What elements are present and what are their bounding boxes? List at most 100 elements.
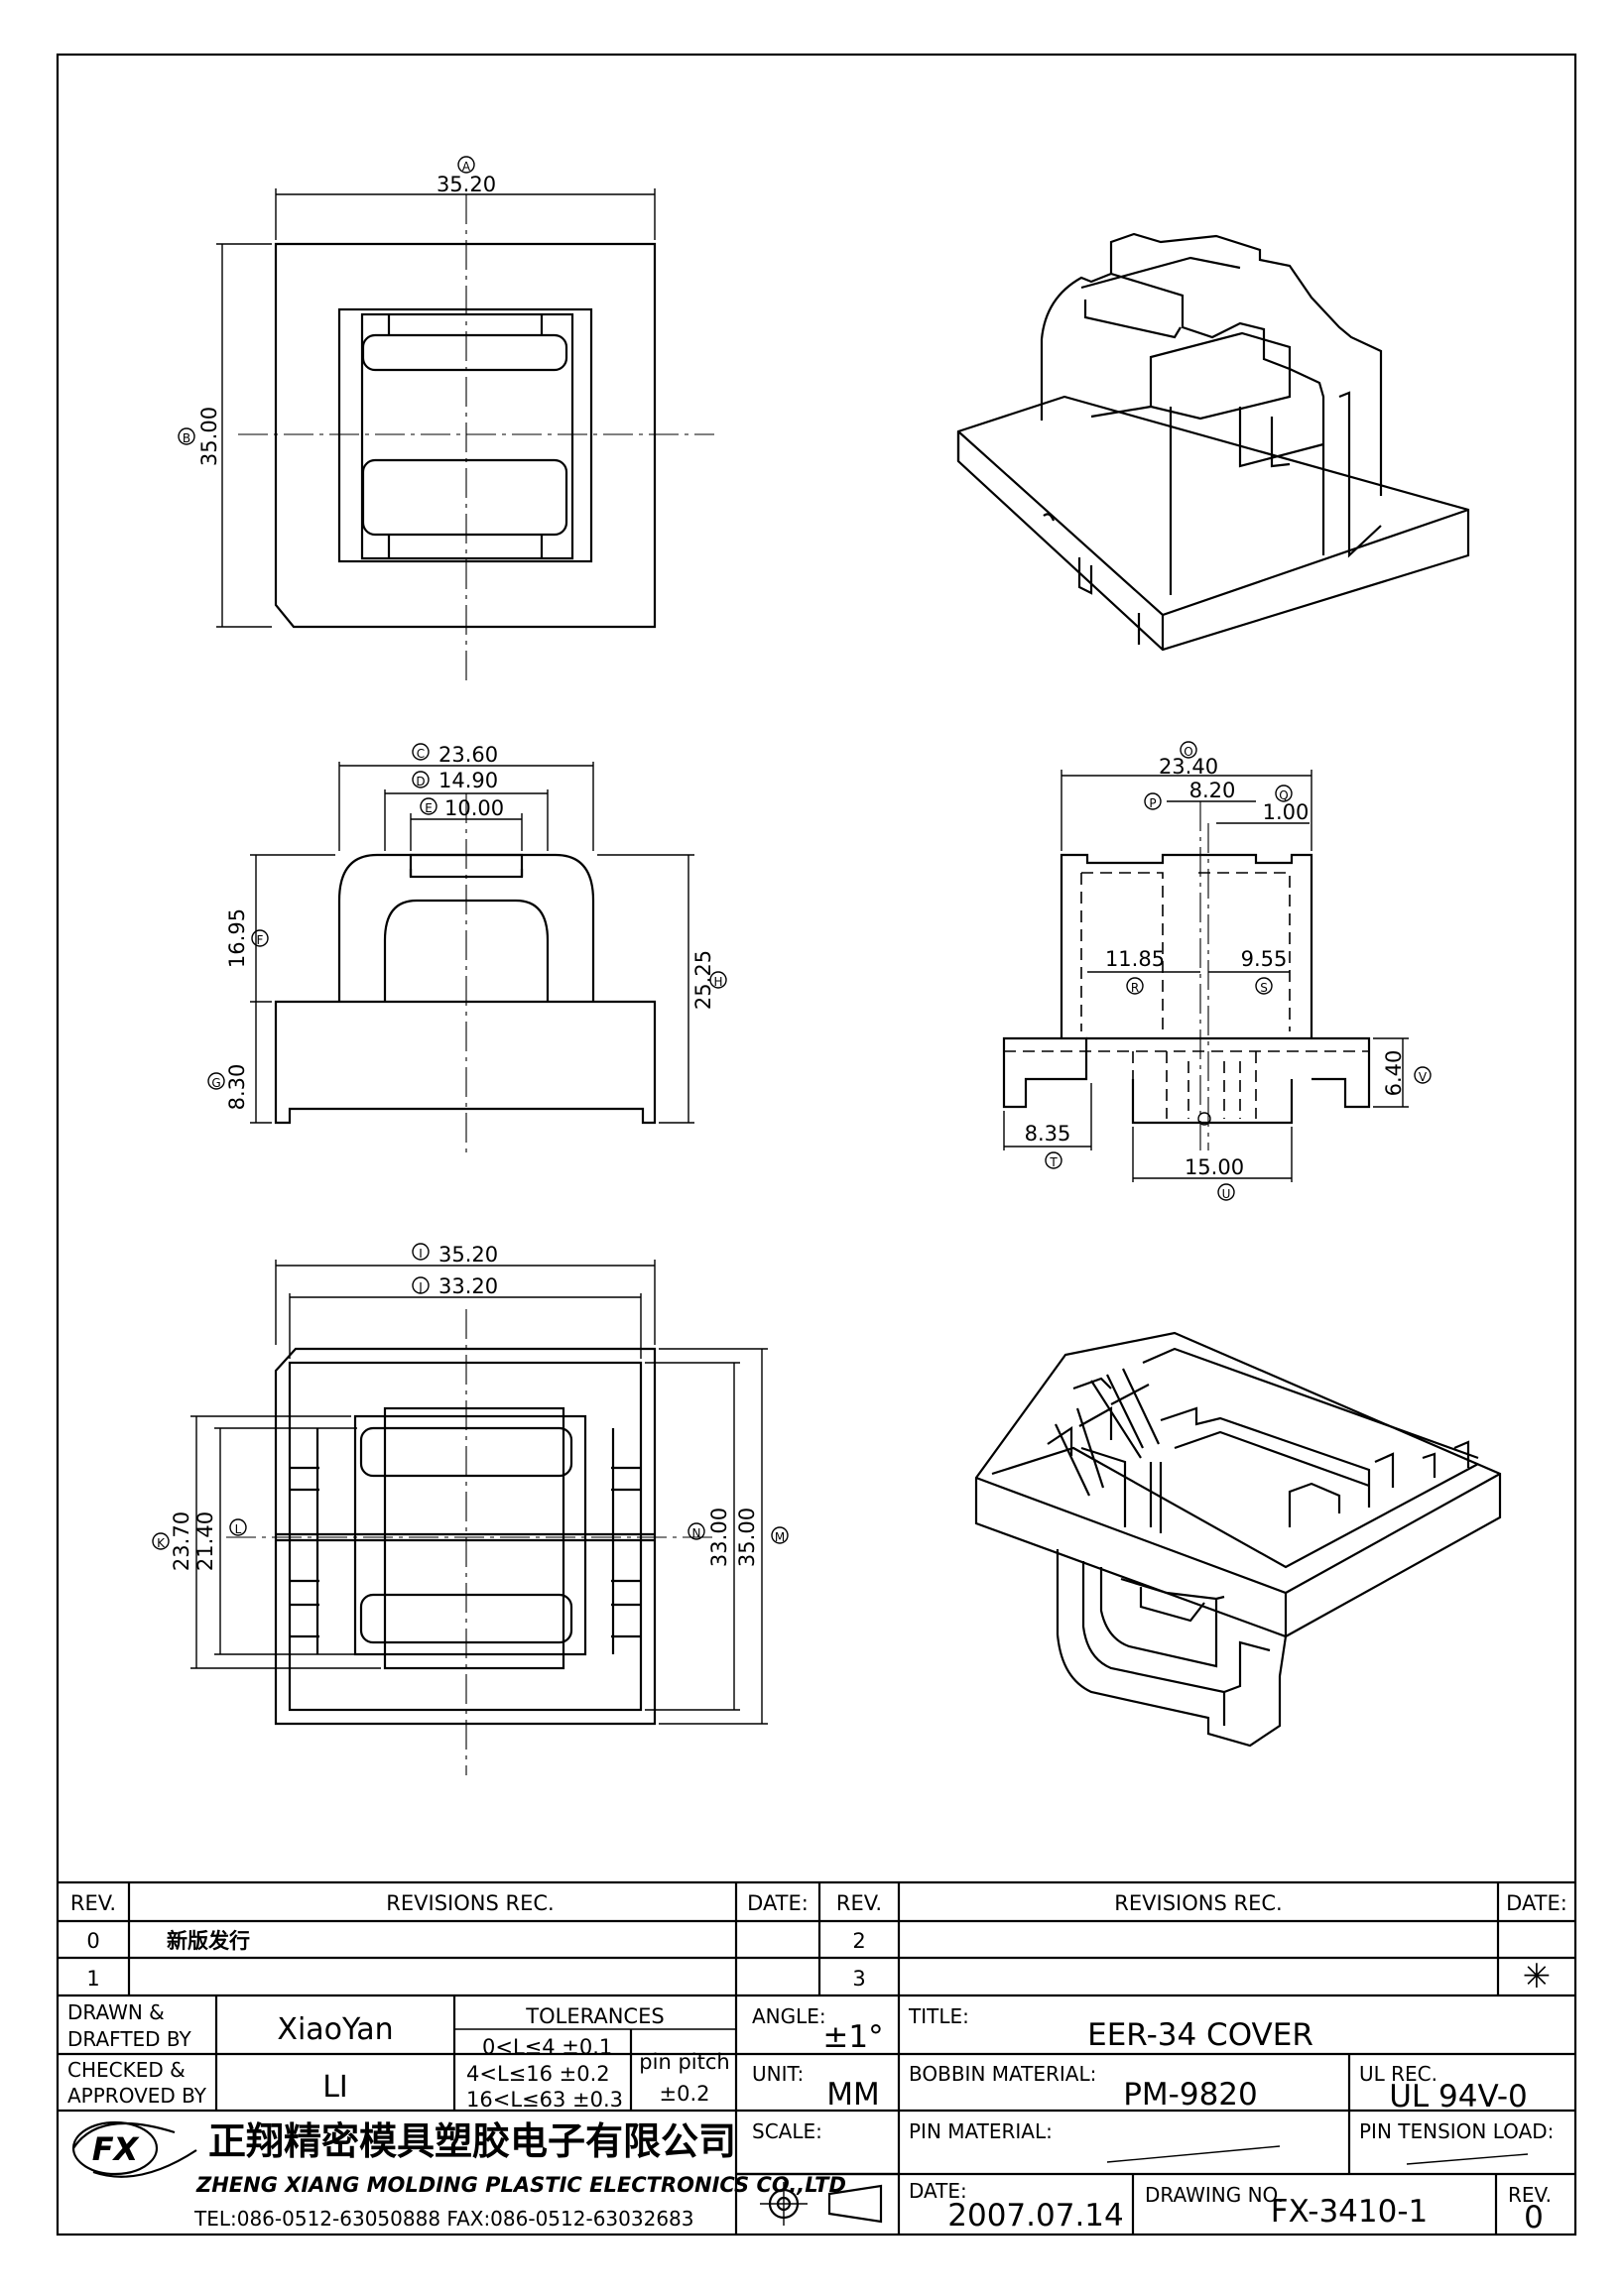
drawing-no-label: DRAWING NO. (1145, 2183, 1284, 2207)
front-view: C 23.60 D 14.90 E 10.00 16.95 F 8.30 G 2… (207, 743, 727, 1155)
ul-rec-label: UL REC. (1359, 2062, 1437, 2086)
title-value: EER-34 COVER (1087, 2017, 1313, 2053)
dim-l-value: 21.40 (193, 1511, 217, 1571)
dim-marker-h: H (713, 975, 722, 989)
iso-view-bottom (974, 1331, 1502, 1748)
company-contact: TEL:086-0512-63050888 FAX:086-0512-63032… (193, 2207, 694, 2231)
dim-marker-l: L (235, 1522, 242, 1536)
dim-a-value: 35.20 (437, 173, 496, 196)
bottom-view: I 35.20 J 33.20 23.70 K 21.40 L 33.00 N (152, 1243, 789, 1775)
dim-marker-g: G (211, 1076, 220, 1090)
rev-row-3-rev: 3 (852, 1967, 865, 1991)
tol-row-2: 4<L≤16 ±0.2 (466, 2062, 610, 2086)
dim-marker-u: U (1222, 1187, 1231, 1201)
logo-text: FX (92, 2130, 140, 2168)
rev-header-right: REV. (836, 1891, 882, 1915)
dim-marker-s: S (1260, 981, 1268, 995)
top-view: A 35.20 35.00 B (178, 156, 714, 684)
revisions-header-left: REVISIONS REC. (386, 1891, 554, 1915)
dim-b-value: 35.00 (197, 407, 221, 466)
company-name-en: ZHENG XIANG MOLDING PLASTIC ELECTRONICS … (195, 2173, 846, 2197)
dim-marker-m: M (775, 1530, 785, 1544)
dim-i-value: 35.20 (438, 1243, 498, 1267)
dim-j-value: 33.20 (438, 1274, 498, 1298)
dim-d-value: 14.90 (438, 769, 498, 792)
ul-rec-value: UL 94V-0 (1389, 2079, 1528, 2115)
date-header-left: DATE: (747, 1891, 809, 1915)
bobbin-material-label: BOBBIN MATERIAL: (909, 2062, 1096, 2086)
tol-row-1: 0<L≤4 ±0.1 (482, 2035, 612, 2059)
dim-marker-o: O (1184, 745, 1192, 759)
dim-marker-d: D (416, 775, 425, 788)
dim-marker-b: B (183, 431, 190, 445)
tolerances-label: TOLERANCES (525, 2004, 664, 2028)
asterisk-mark: ✳ (1523, 1957, 1552, 1996)
drawn-value: XiaoYan (277, 2012, 393, 2047)
revisions-header-right: REVISIONS REC. (1114, 1891, 1282, 1915)
date-value: 2007.07.14 (947, 2198, 1124, 2234)
rev-row-0-rev: 0 (86, 1929, 99, 1953)
iso-view-top (956, 232, 1470, 652)
sheet-border (56, 53, 1577, 2236)
dim-marker-t: T (1049, 1155, 1058, 1169)
dim-q-value: 1.00 (1263, 800, 1310, 824)
dim-u-value: 15.00 (1185, 1155, 1244, 1179)
angle-label: ANGLE: (752, 2004, 826, 2028)
tol-row-3: 16<L≤63 ±0.3 (466, 2088, 623, 2112)
dim-marker-n: N (692, 1526, 701, 1540)
dim-h-value: 25.25 (691, 950, 715, 1010)
pin-tension-label: PIN TENSION LOAD: (1359, 2119, 1554, 2143)
dim-marker-e: E (425, 801, 433, 815)
drawn-label-1: DRAWN & (67, 2000, 165, 2024)
dim-c-value: 23.60 (438, 743, 498, 767)
pin-pitch-label: pin pitch (639, 2050, 729, 2074)
dim-f-value: 16.95 (225, 908, 249, 968)
dim-n-value: 33.00 (707, 1508, 731, 1567)
rev-row-1-rev: 1 (86, 1967, 99, 1991)
dim-marker-q: Q (1279, 788, 1288, 802)
rev-row-0-rec: 新版发行 (167, 1929, 250, 1953)
unit-label: UNIT: (752, 2062, 804, 2086)
drawn-label-2: DRAFTED BY (67, 2027, 192, 2051)
dim-marker-i: I (419, 1247, 423, 1261)
dim-marker-p: P (1149, 796, 1156, 810)
dim-s-value: 9.55 (1241, 947, 1288, 971)
rev-value: 0 (1524, 2200, 1544, 2236)
dim-r-value: 11.85 (1105, 947, 1165, 971)
dim-marker-k: K (157, 1536, 166, 1550)
checked-label-1: CHECKED & (67, 2058, 186, 2082)
checked-value: LI (322, 2070, 348, 2105)
angle-value: ±1° (822, 2019, 883, 2055)
dim-p-value: 8.20 (1189, 779, 1236, 802)
company-logo-icon: FX (71, 2120, 197, 2178)
rev-header-left: REV. (70, 1891, 116, 1915)
dim-marker-j: J (418, 1280, 423, 1294)
rev-label: REV. (1508, 2183, 1552, 2207)
drawing-no-value: FX-3410-1 (1271, 2194, 1429, 2230)
dim-e-value: 10.00 (444, 796, 504, 820)
checked-label-2: APPROVED BY (67, 2084, 207, 2108)
side-view: O 23.40 P 8.20 Q 1.00 11.85 R 9.55 S 8.3… (1002, 741, 1432, 1201)
dim-v-value: 6.40 (1382, 1050, 1406, 1097)
dim-marker-a: A (462, 160, 471, 174)
dim-m-value: 35.00 (735, 1508, 759, 1567)
dim-k-value: 23.70 (170, 1511, 193, 1571)
company-name-cn: 正翔精密模具塑胶电子有限公司 (208, 2119, 736, 2163)
projection-symbol-icon (760, 2182, 883, 2226)
rev-row-2-rev: 2 (852, 1929, 865, 1953)
dim-t-value: 8.35 (1025, 1122, 1071, 1146)
dim-marker-f: F (257, 933, 264, 947)
dim-o-value: 23.40 (1159, 755, 1218, 779)
unit-value: MM (826, 2077, 880, 2113)
title-block: REV. REVISIONS REC. DATE: REV. REVISIONS… (58, 1880, 1575, 2236)
title-label: TITLE: (908, 2004, 969, 2028)
dim-marker-c: C (417, 747, 425, 761)
scale-label: SCALE: (752, 2119, 822, 2143)
bobbin-material-value: PM-9820 (1123, 2077, 1258, 2113)
dim-marker-r: R (1131, 981, 1139, 995)
dim-marker-v: V (1419, 1070, 1428, 1084)
date-label: DATE: (909, 2179, 967, 2203)
pin-material-label: PIN MATERIAL: (909, 2119, 1053, 2143)
dim-g-value: 8.30 (225, 1064, 249, 1111)
